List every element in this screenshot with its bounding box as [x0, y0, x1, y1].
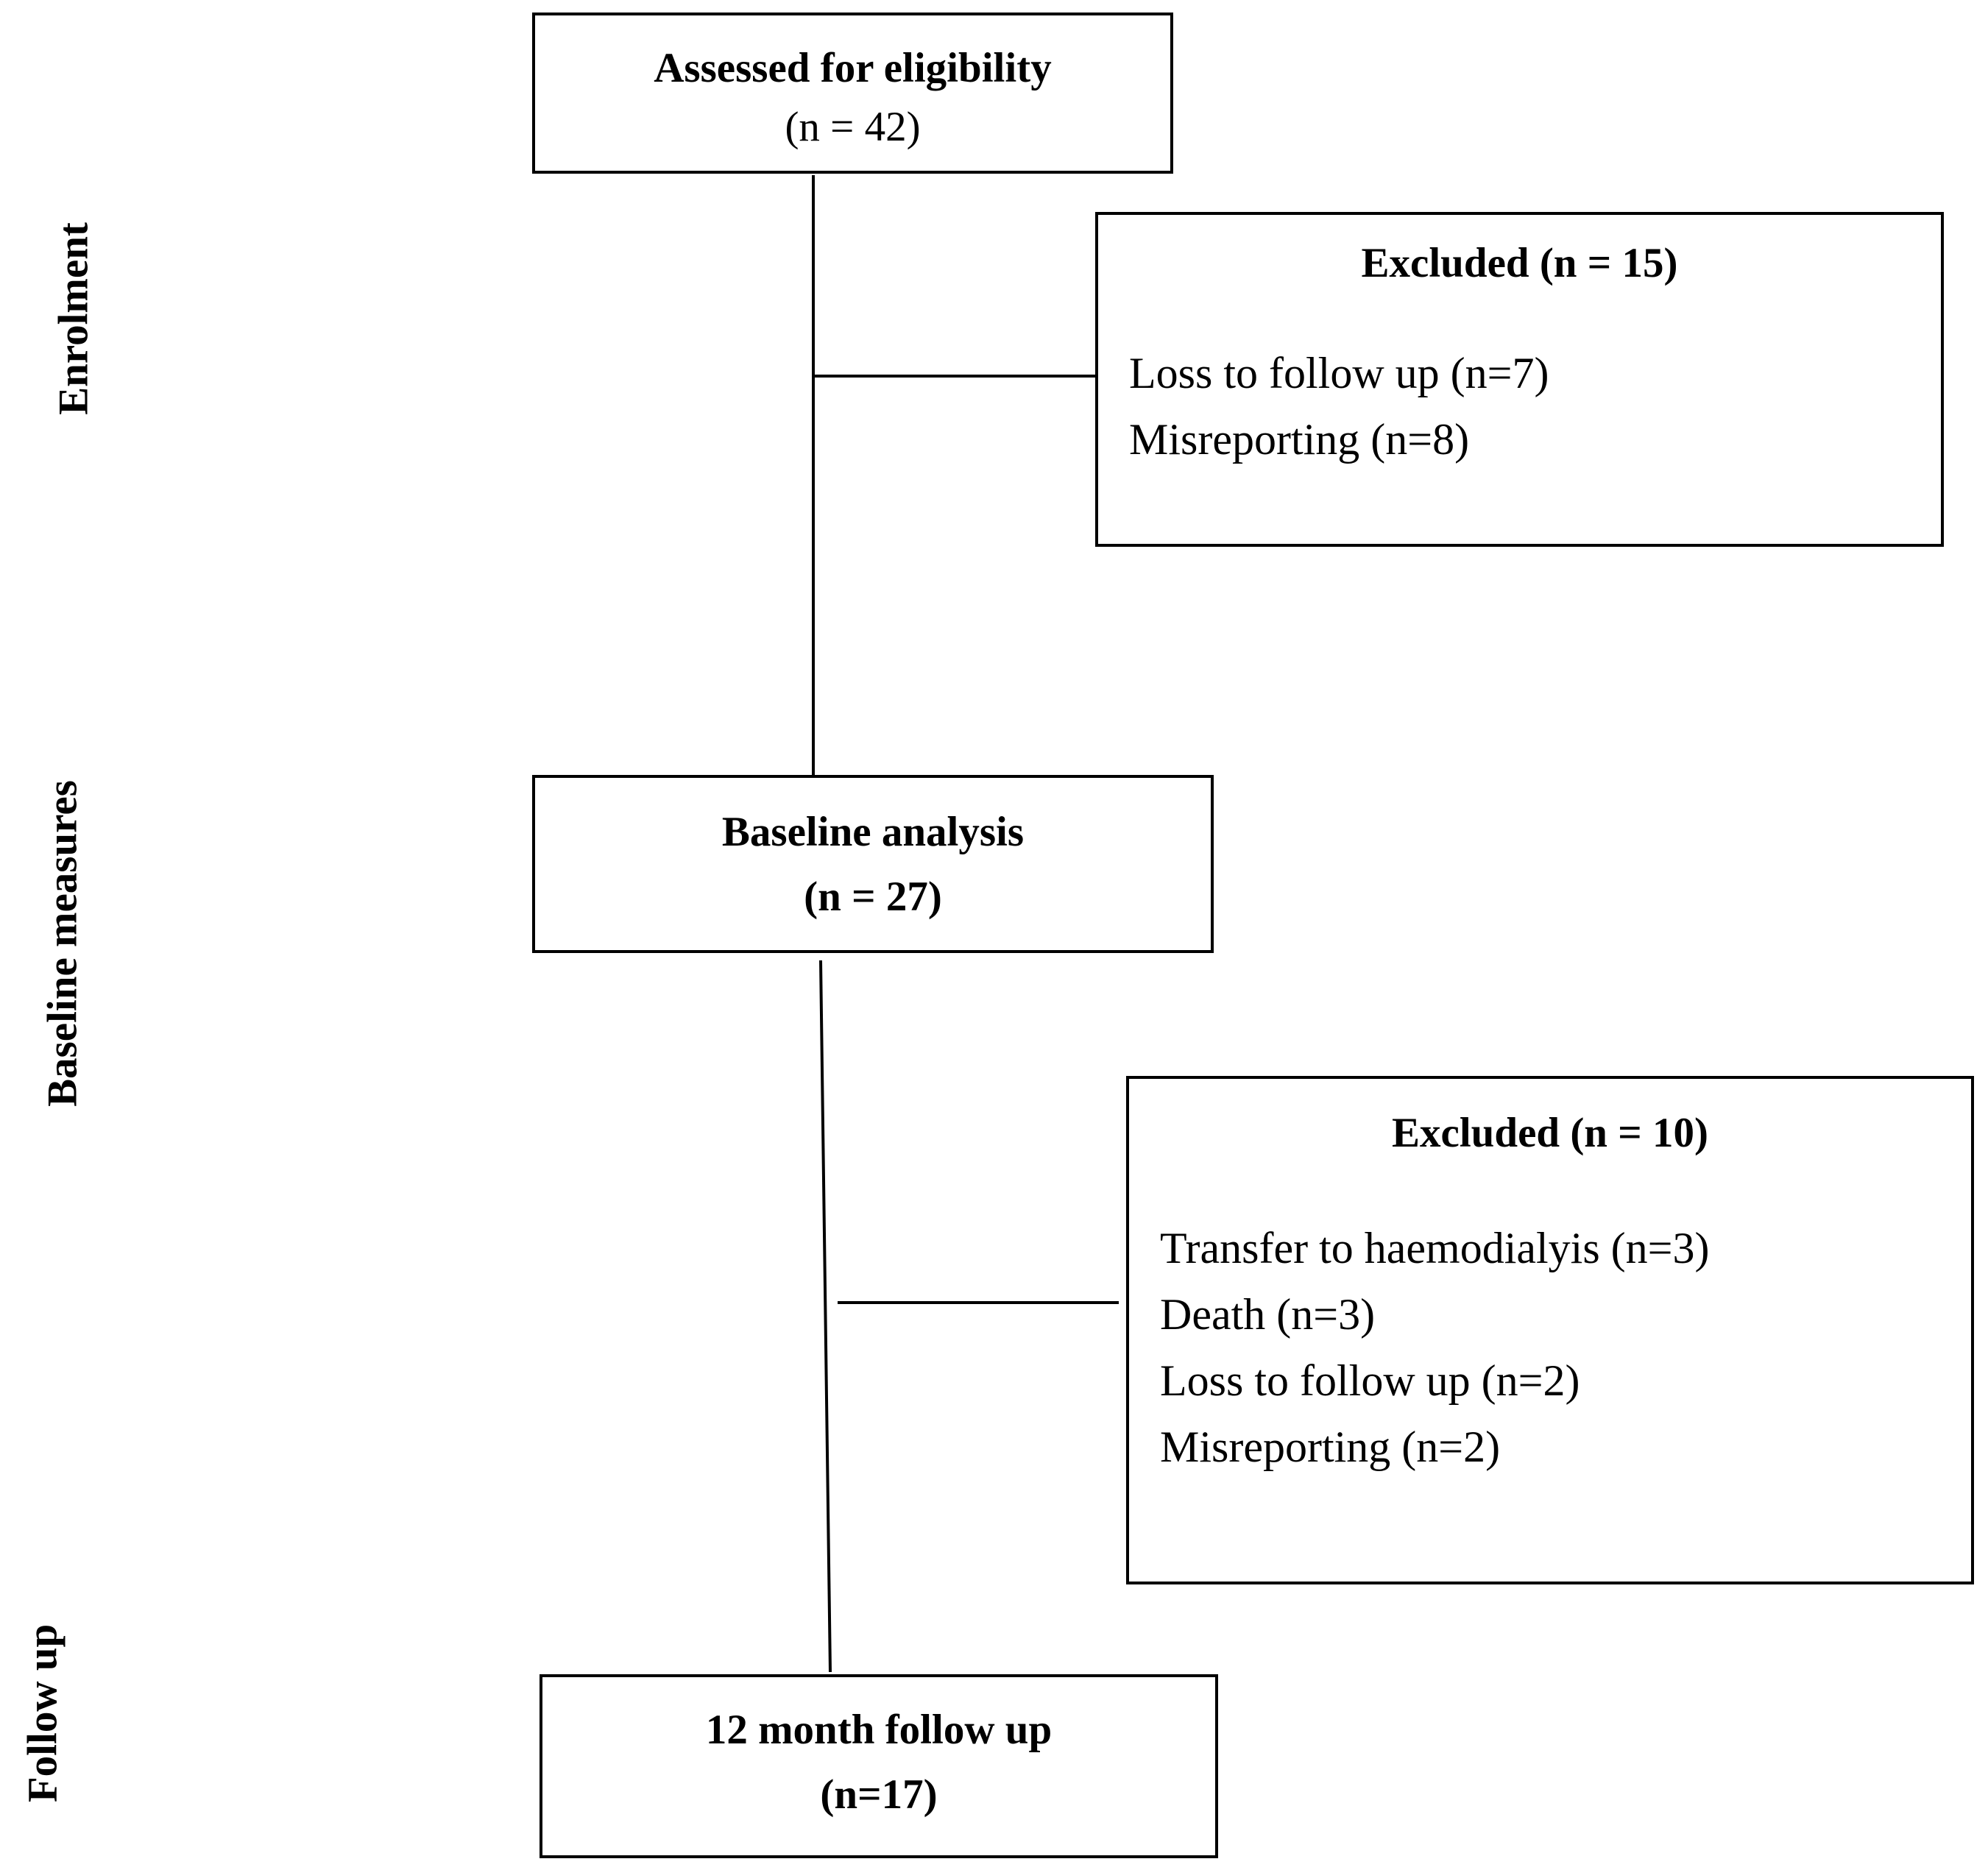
- excluded-item: Loss to follow up (n=7): [1129, 349, 1549, 397]
- phase-label-baseline: Baseline measures: [39, 780, 86, 1107]
- followup-box: 12 month follow up (n=17): [540, 1674, 1218, 1858]
- excluded-title-followup: Excluded (n = 10): [1392, 1110, 1708, 1156]
- phase-label-followup: Follow up: [19, 1623, 66, 1803]
- assessed-count: (n = 42): [785, 104, 921, 151]
- followup-title: 12 month follow up: [705, 1707, 1053, 1753]
- excluded-box-followup: Excluded (n = 10) Transfer to haemodialy…: [1126, 1076, 1974, 1584]
- baseline-count: (n = 27): [804, 874, 942, 921]
- assessed-title: Assessed for eligibility: [654, 45, 1052, 91]
- excluded-item: Death (n=3): [1160, 1290, 1376, 1339]
- baseline-box: Baseline analysis (n = 27): [532, 775, 1214, 953]
- baseline-title: Baseline analysis: [721, 809, 1025, 855]
- excluded-item: Misreporting (n=8): [1129, 415, 1470, 464]
- excluded-item: Loss to follow up (n=2): [1160, 1356, 1580, 1405]
- excluded-item: Misreporting (n=2): [1160, 1423, 1501, 1471]
- connector-baseline-to-followup: [819, 960, 832, 1673]
- phase-label-enrolment: Enrolment: [50, 222, 97, 415]
- excluded-title-enrolment: Excluded (n = 15): [1361, 240, 1678, 286]
- excluded-item: Transfer to haemodialyis (n=3): [1160, 1224, 1710, 1272]
- assessed-box: Assessed for eligibility (n = 42): [532, 13, 1173, 174]
- followup-count: (n=17): [820, 1771, 938, 1818]
- excluded-box-enrolment: Excluded (n = 15) Loss to follow up (n=7…: [1095, 212, 1944, 547]
